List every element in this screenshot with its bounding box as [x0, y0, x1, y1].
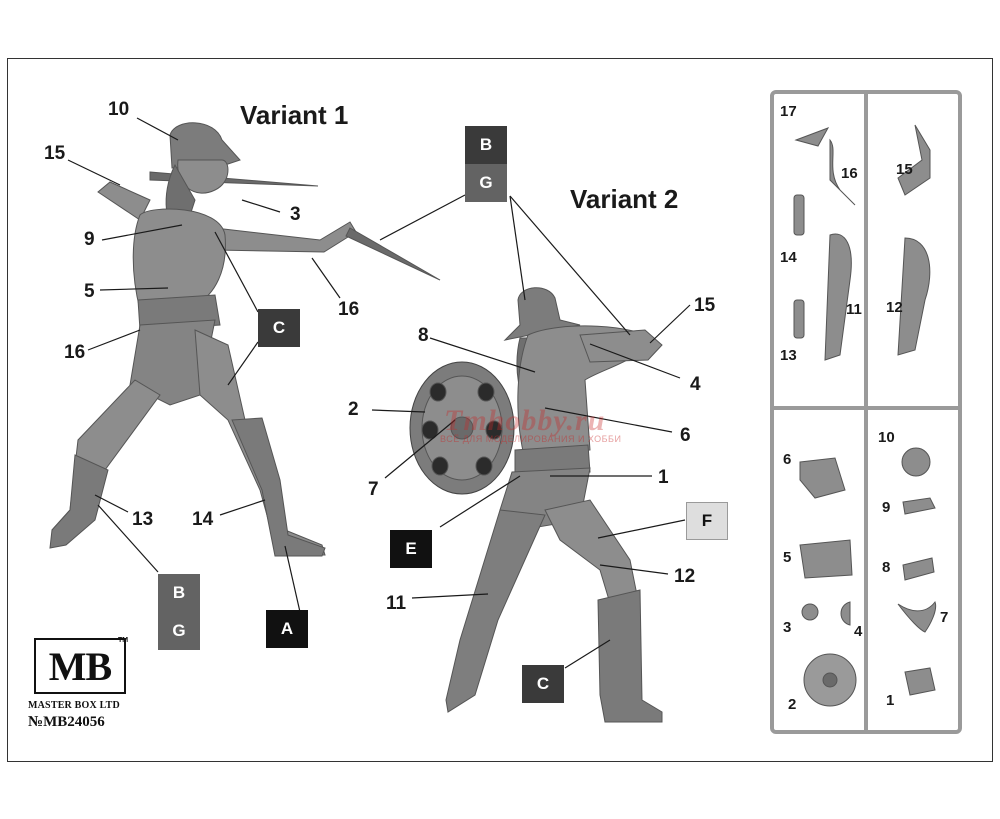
sprue-label-4: 4	[854, 623, 863, 640]
sprue-label-5: 5	[783, 549, 792, 566]
part-11	[824, 233, 852, 361]
fig2-label-11: 11	[386, 593, 407, 614]
sprue-label-2: 2	[788, 696, 797, 713]
master-box-logo: MB	[34, 638, 126, 694]
fig1-label-5: 5	[84, 281, 95, 302]
part-17	[794, 127, 830, 147]
sprue-label-13: 13	[780, 347, 797, 364]
figure-variant-1	[49, 122, 441, 557]
color-box-b-top: B	[465, 126, 507, 164]
watermark: Tmhobby.ru	[444, 404, 606, 437]
part-14	[793, 194, 805, 236]
figure2-right-boot	[597, 589, 663, 723]
part-5	[799, 539, 853, 579]
fig2-label-2: 2	[348, 399, 359, 420]
figure1-torso	[132, 208, 226, 311]
sprue-label-3: 3	[783, 619, 792, 636]
part-16	[829, 138, 856, 206]
leader-lines	[67, 117, 691, 669]
variant-2-heading: Variant 2	[570, 184, 679, 214]
part-4	[840, 601, 851, 626]
sprue-label-9: 9	[882, 499, 891, 516]
fig1-label-13: 13	[132, 509, 154, 530]
sprue-label-6: 6	[783, 451, 792, 468]
part-6	[799, 457, 846, 499]
fig2-label-8: 8	[418, 325, 429, 346]
variant-1-heading: Variant 1	[240, 100, 349, 130]
sprue-label-16: 16	[841, 165, 858, 182]
part-9	[902, 497, 936, 515]
part-10	[901, 447, 931, 477]
part-1	[904, 667, 936, 696]
color-box-e: E	[390, 530, 432, 568]
fig1-label-3: 3	[290, 204, 301, 225]
fig2-label-7: 7	[368, 479, 379, 500]
fig1-label-16a: 16	[64, 342, 86, 363]
color-box-g-top: G	[465, 164, 507, 202]
figure1-skirt	[129, 319, 216, 406]
figure1-right-boot	[231, 417, 326, 557]
catalog-number: №MB24056	[28, 714, 105, 730]
figure-variant-2	[409, 287, 663, 723]
watermark-subtext: ВСЁ ДЛЯ МОДЕЛИРОВАНИЯ И ХОББИ	[440, 434, 622, 444]
color-box-c-fig1: C	[258, 309, 300, 347]
fig2-label-6: 6	[680, 425, 691, 446]
part-12	[897, 237, 931, 356]
fig2-label-4: 4	[690, 374, 701, 395]
sprue-label-17: 17	[780, 103, 797, 120]
fig1-label-14: 14	[192, 509, 214, 530]
part-7	[897, 600, 937, 633]
fig2-label-12: 12	[674, 566, 696, 587]
sprue-label-8: 8	[882, 559, 891, 576]
part-8	[902, 557, 935, 581]
sprue-label-7: 7	[940, 609, 949, 626]
fig1-label-15: 15	[44, 143, 66, 164]
shield-icon	[409, 361, 515, 495]
dagger-icon	[345, 227, 441, 281]
fig2-label-1: 1	[658, 467, 669, 488]
figure2-right-arm	[579, 329, 663, 363]
maker-name: MASTER BOX LTD	[28, 700, 120, 711]
sprue-label-12: 12	[886, 299, 903, 316]
color-box-b-bottom: B	[158, 574, 200, 612]
sprue-label-15: 15	[896, 161, 913, 178]
part-13	[793, 299, 805, 339]
sprue-label-14: 14	[780, 249, 797, 266]
figure1-right-arm	[214, 221, 357, 253]
fig1-label-10: 10	[108, 99, 130, 120]
color-box-c-fig2: C	[522, 665, 564, 703]
instruction-frame	[7, 58, 993, 762]
part-3	[801, 603, 819, 621]
sprue-label-11: 11	[846, 301, 862, 318]
color-box-a: A	[266, 610, 308, 648]
trademark-mark: TM	[118, 637, 129, 644]
sprue-frame	[770, 90, 962, 734]
fig2-label-15: 15	[694, 295, 716, 316]
figure2-left-leg	[445, 509, 546, 713]
color-box-g-bottom: G	[158, 612, 200, 650]
part-15	[897, 124, 931, 196]
color-box-f: F	[686, 502, 728, 540]
fig1-label-16b: 16	[338, 299, 360, 320]
helmet-icon	[169, 122, 241, 169]
sprue-label-1: 1	[886, 692, 895, 709]
sprue-label-10: 10	[878, 429, 895, 446]
fig1-label-9: 9	[84, 229, 95, 250]
sprue-parts	[793, 124, 937, 707]
figure1-left-boot	[49, 454, 109, 549]
